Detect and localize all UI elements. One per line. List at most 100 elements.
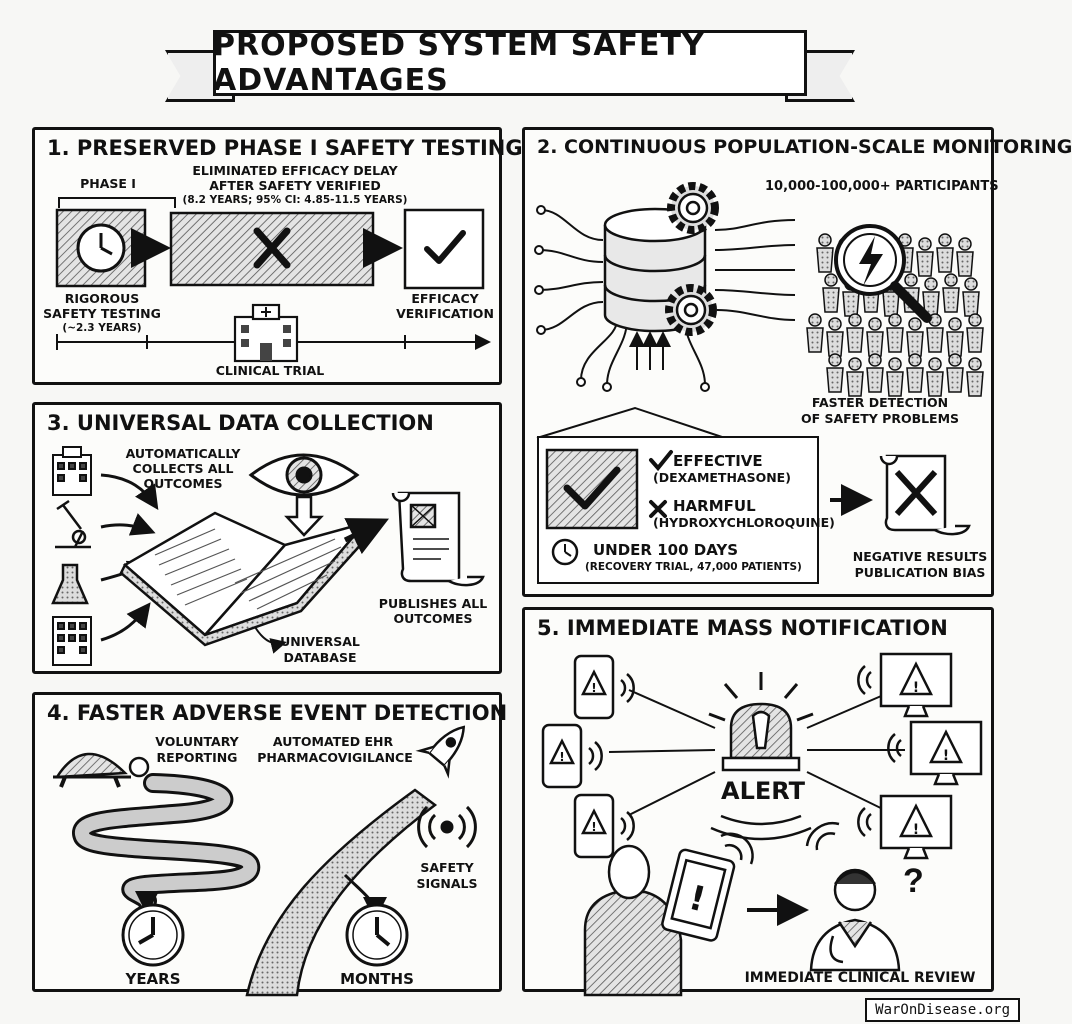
auto-line-1: AUTOMATICALLY — [125, 446, 241, 461]
person-figure — [926, 313, 944, 353]
person-figure — [906, 353, 924, 393]
person-figure — [886, 357, 904, 397]
delay-line-2: AFTER SAFETY VERIFIED — [209, 178, 381, 193]
magnifier-lightning-icon — [834, 224, 932, 323]
publishes-line-2: OUTCOMES — [393, 611, 473, 626]
under-days-label: UNDER 100 DAYS — [593, 541, 739, 559]
result-callout-pointer — [536, 406, 726, 439]
svg-text:!: ! — [943, 748, 949, 764]
results-icons — [545, 448, 971, 566]
panel-monitoring-title: 2. CONTINUOUS POPULATION-SCALE MONITORIN… — [537, 136, 1072, 158]
svg-text:!: ! — [913, 822, 919, 838]
clock-years-icon — [121, 903, 185, 967]
eye-icon — [248, 453, 360, 537]
person-figure — [906, 317, 924, 357]
automated-line-2: PHARMACOVIGILANCE — [257, 750, 413, 765]
question-mark-icon: ? — [903, 862, 924, 900]
fast-lane — [245, 788, 438, 997]
doctor-with-tablet: ! — [583, 832, 754, 997]
open-book-icon — [119, 511, 375, 647]
monitor-alert-icon-3: ! — [857, 794, 953, 860]
effective-check-box — [545, 448, 639, 530]
svg-text:!: ! — [591, 820, 596, 834]
banner-ribbon — [213, 30, 807, 96]
person-figure — [866, 317, 884, 357]
clinical-trial-label: CLINICAL TRIAL — [215, 363, 325, 378]
auto-line-2: COLLECTS ALL — [132, 461, 234, 476]
participants-label: 10,000-100,000+ PARTICIPANTS — [765, 179, 999, 194]
months-label: MONTHS — [340, 970, 414, 988]
delay-line-3: (8.2 YEARS; 95% CI: 4.85-11.5 YEARS) — [182, 194, 408, 206]
publication-scroll-icon — [391, 491, 485, 587]
data-collection-illustration — [51, 446, 485, 666]
person-figure — [916, 237, 934, 277]
monitoring-illustration — [534, 182, 984, 397]
harmful-label: HARMFUL — [673, 497, 756, 515]
siren-alarm-icon — [708, 672, 814, 772]
person-figure — [826, 317, 844, 357]
automated-line-1: AUTOMATED EHR — [272, 734, 394, 749]
universal-line-1: UNIVERSAL — [280, 634, 360, 649]
turtle-icon — [53, 752, 150, 788]
negative-line-2: PUBLICATION BIAS — [854, 565, 986, 580]
panel-mass-notification-title: 5. IMMEDIATE MASS NOTIFICATION — [537, 616, 948, 640]
panel-phase-one-title: 1. PRESERVED PHASE I SAFETY TESTING — [47, 136, 523, 160]
faster-line-2: OF SAFETY PROBLEMS — [800, 411, 960, 426]
person-figure — [886, 313, 904, 353]
years-label: YEARS — [125, 970, 181, 988]
panel-phase-one: 1. PRESERVED PHASE I SAFETY TESTING PHAS… — [32, 127, 523, 385]
person-figure — [942, 273, 960, 313]
clinical-review-label: IMMEDIATE CLINICAL REVIEW — [744, 970, 976, 986]
detection-illustration — [53, 725, 477, 997]
efficacy-line-1: EFFICACY — [411, 291, 479, 306]
person-figure — [806, 313, 824, 353]
gear-icon-2 — [665, 284, 717, 336]
svg-text:!: ! — [591, 681, 596, 695]
building-icon — [52, 446, 92, 496]
phase-one-timeline — [55, 208, 491, 363]
alert-label: ALERT — [721, 777, 806, 805]
checkmark-icon — [563, 466, 621, 510]
monitor-alert-icon: ! — [857, 652, 953, 718]
harmful-example: (HYDROXYCHLOROQUINE) — [653, 515, 835, 530]
auto-line-3: OUTCOMES — [143, 476, 223, 491]
check-small-icon — [649, 450, 673, 472]
efficacy-check-box — [403, 208, 485, 290]
rigorous-line-3: (~2.3 YEARS) — [62, 322, 142, 334]
person-figure — [966, 313, 984, 353]
signal-icon — [417, 805, 477, 849]
safety-signals-line-1: SAFETY — [420, 860, 474, 875]
voluntary-line-2: REPORTING — [156, 750, 238, 765]
effective-example: (DEXAMETHASONE) — [653, 470, 791, 485]
panel-adverse-detection: 4. FASTER ADVERSE EVENT DETECTION VOLUNT… — [32, 692, 507, 997]
person-figure — [936, 233, 954, 273]
notification-illustration: ! ! ! ! ! ! — [541, 652, 983, 997]
person-figure — [846, 357, 864, 397]
safety-signals-line-2: SIGNALS — [416, 876, 478, 891]
rocket-icon — [415, 725, 466, 779]
voluntary-line-1: VOLUNTARY — [155, 734, 239, 749]
person-figure — [956, 237, 974, 277]
office-building-icon — [52, 616, 92, 666]
checkmark-icon — [424, 230, 466, 264]
phone-alert-icon-3: ! — [573, 793, 635, 859]
publishes-line-1: PUBLISHES ALL — [378, 596, 488, 611]
microscope-icon — [55, 499, 91, 549]
phase-bracket — [58, 197, 176, 208]
rigorous-line-2: SAFETY TESTING — [43, 306, 161, 321]
panel-mass-notification: 5. IMMEDIATE MASS NOTIFICATION ! ! ! ! — [522, 607, 994, 997]
panel-data-collection: 3. UNIVERSAL DATA COLLECTION AUTOMATICAL… — [32, 402, 502, 674]
title-banner: PROPOSED SYSTEM SAFETY ADVANTAGES — [165, 22, 855, 117]
clock-months-icon — [345, 903, 409, 967]
person-figure — [926, 357, 944, 397]
recovery-label: (RECOVERY TRIAL, 47,000 PATIENTS) — [585, 561, 802, 573]
x-small-icon — [649, 500, 667, 518]
hospital-icon — [233, 303, 299, 363]
negative-line-1: NEGATIVE RESULTS — [852, 549, 988, 564]
person-figure — [816, 233, 834, 273]
phase-one-label: PHASE I — [80, 176, 136, 191]
page-title: PROPOSED SYSTEM SAFETY ADVANTAGES — [213, 28, 705, 98]
person-figure — [962, 277, 980, 317]
person-figure — [966, 357, 984, 397]
rigorous-line-1: RIGOROUS — [64, 291, 140, 306]
